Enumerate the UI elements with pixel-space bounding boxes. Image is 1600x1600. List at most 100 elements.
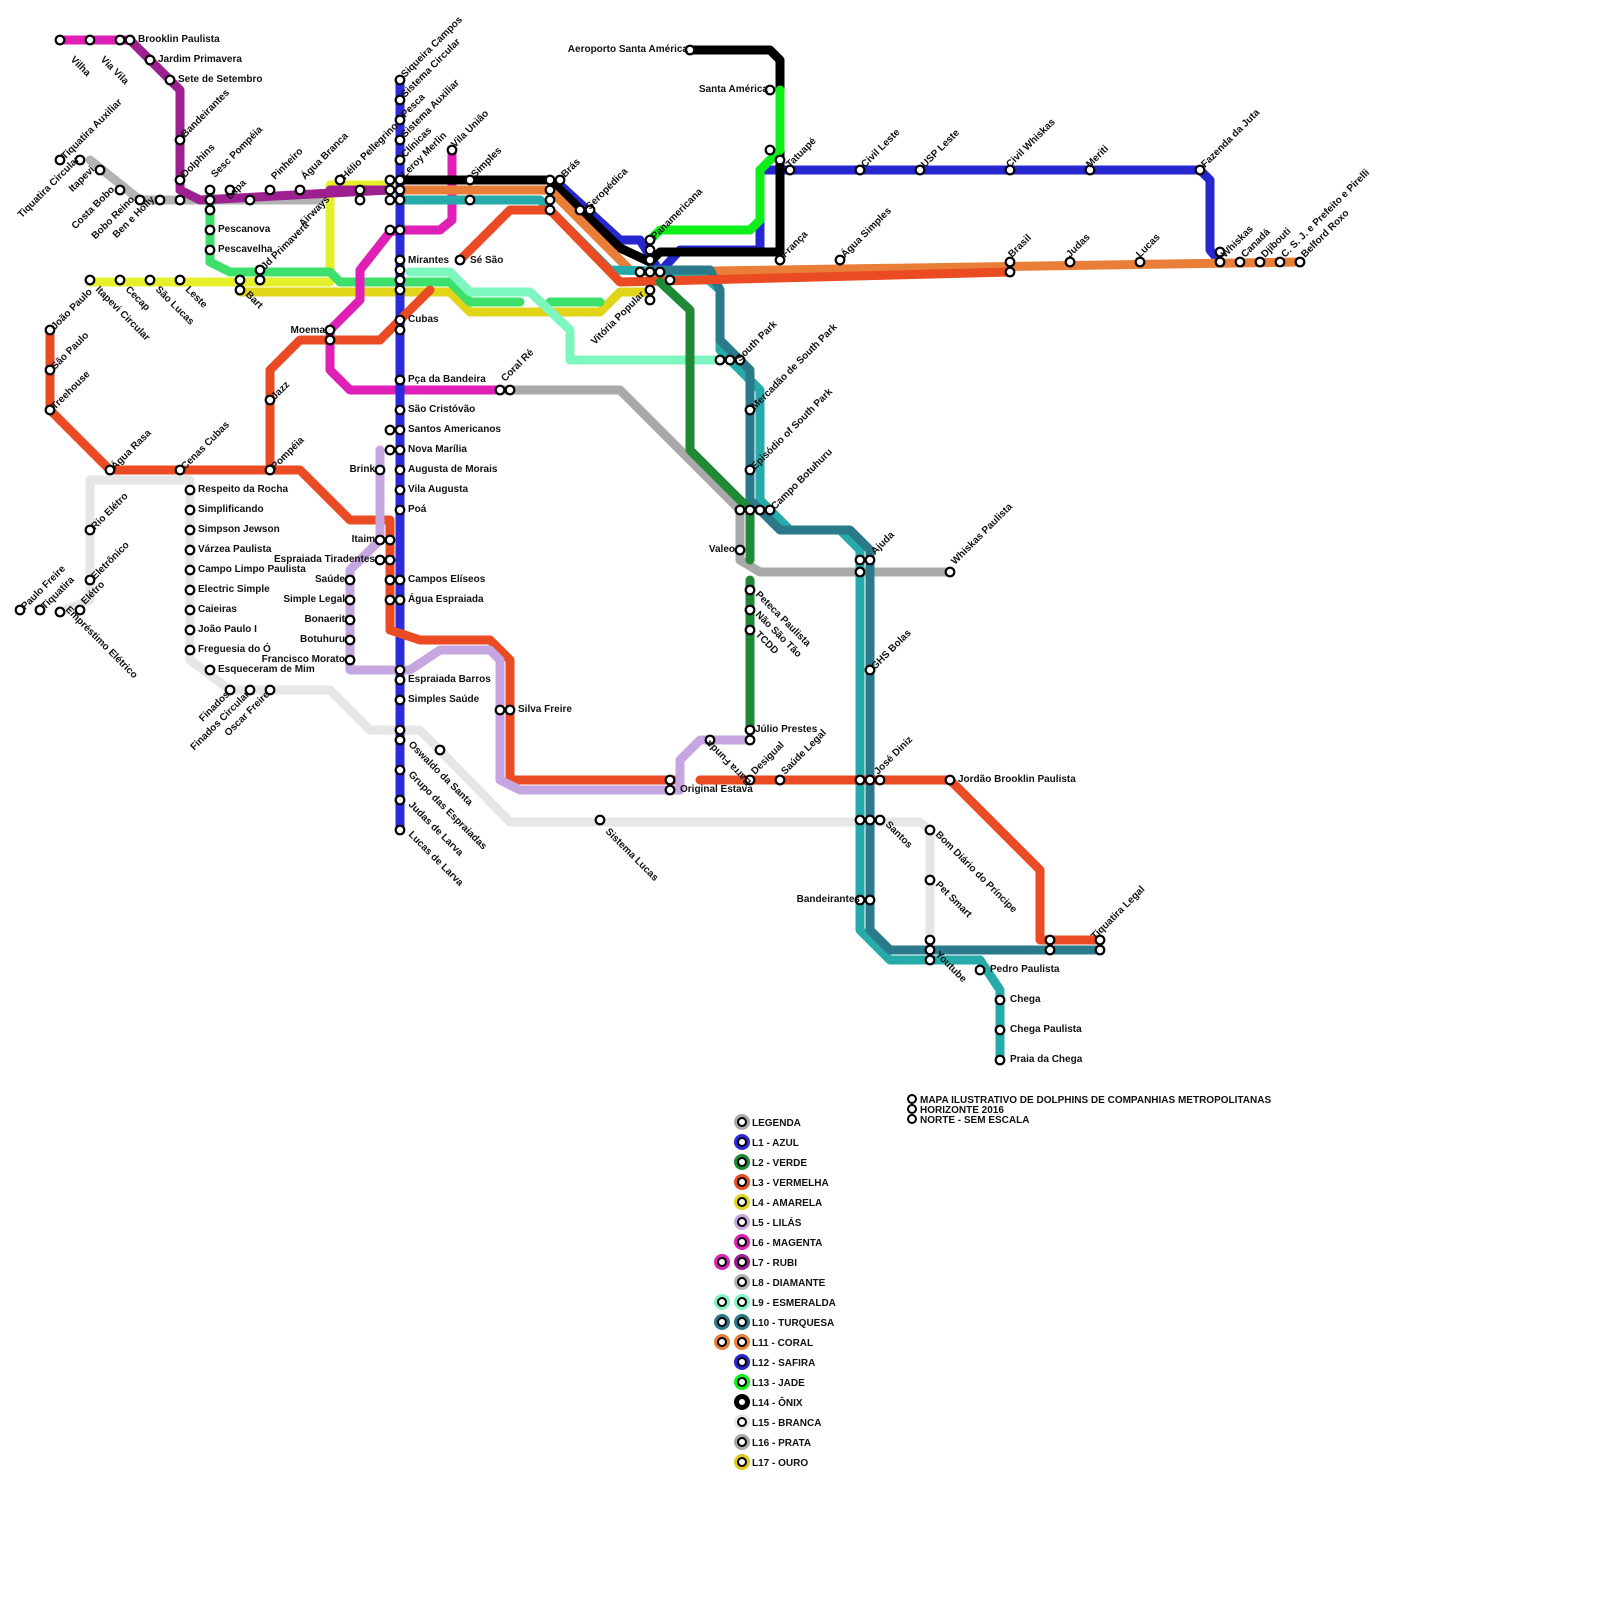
station-label[interactable]: Saúde [315, 574, 345, 585]
station-label[interactable]: João Paulo [49, 287, 95, 333]
station-label[interactable]: Água Rasa [108, 426, 154, 472]
station-dot-205[interactable] [1046, 946, 1055, 955]
station-label[interactable]: Vila Augusta [408, 484, 468, 495]
station-label[interactable]: Seropédica [584, 166, 630, 212]
station-dot-123[interactable] [736, 546, 745, 555]
station-dot-164[interactable] [396, 666, 405, 675]
station-label[interactable]: Eletrônico [89, 540, 131, 582]
station-label[interactable]: Brooklin Paulista [138, 34, 220, 45]
station-dot-190[interactable] [856, 816, 865, 825]
station-dot-87[interactable] [1256, 258, 1265, 267]
station-label[interactable]: Praia da Chega [1010, 1054, 1083, 1065]
station-dot-158[interactable] [856, 568, 865, 577]
station-dot-27[interactable] [396, 186, 405, 195]
station-dot-54[interactable] [156, 196, 165, 205]
station-dot-168[interactable] [506, 706, 515, 715]
station-dot-165[interactable] [396, 676, 405, 685]
station-dot-37[interactable] [576, 206, 585, 215]
station-dot-134[interactable] [186, 626, 195, 635]
station-label[interactable]: Santos Americanos [408, 424, 501, 435]
station-dot-97[interactable] [326, 326, 335, 335]
station-dot-9[interactable] [206, 196, 215, 205]
station-label[interactable]: Várzea Paulista [198, 544, 272, 555]
station-dot-34[interactable] [546, 196, 555, 205]
station-dot-66[interactable] [396, 276, 405, 285]
station-dot-35[interactable] [546, 206, 555, 215]
station-label[interactable]: Valeo [709, 544, 735, 555]
station-label[interactable]: Whiskas Paulista [949, 501, 1015, 567]
station-dot-18[interactable] [386, 176, 395, 185]
station-label[interactable]: Bandeirantes [797, 894, 861, 905]
station-dot-133[interactable] [186, 606, 195, 615]
station-dot-143[interactable] [376, 536, 385, 545]
station-label[interactable]: Simple Legal [283, 594, 345, 605]
station-dot-56[interactable] [206, 226, 215, 235]
station-label[interactable]: Treehouse [49, 369, 92, 412]
station-dot-109[interactable] [396, 486, 405, 495]
station-dot-151[interactable] [346, 656, 355, 665]
station-dot-1[interactable] [86, 36, 95, 45]
station-label[interactable]: USP Leste [919, 127, 962, 170]
station-label[interactable]: Pescavelha [218, 244, 273, 255]
station-label[interactable]: Itaim [352, 534, 375, 545]
station-dot-204[interactable] [1046, 936, 1055, 945]
station-dot-121[interactable] [756, 506, 765, 515]
station-dot-183[interactable] [856, 776, 865, 785]
station-label[interactable]: Sesc Pompéia [209, 124, 265, 180]
station-label[interactable]: Fazenda da Juta [1199, 107, 1262, 170]
station-dot-17[interactable] [356, 196, 365, 205]
station-label[interactable]: Original Estava [680, 784, 753, 795]
station-label[interactable]: Santa América [699, 84, 769, 95]
station-label[interactable]: Simpson Jewson [198, 524, 280, 535]
station-dot-86[interactable] [1236, 258, 1245, 267]
station-dot-173[interactable] [396, 726, 405, 735]
station-label[interactable]: Campos Elíseos [408, 574, 486, 585]
station-dot-169[interactable] [436, 746, 445, 755]
station-label[interactable]: Leste [183, 284, 210, 311]
station-dot-10[interactable] [206, 206, 215, 215]
station-dot-93[interactable] [176, 276, 185, 285]
station-label[interactable]: Pinheiro [269, 146, 305, 182]
station-label[interactable]: Bonaerit [304, 614, 345, 625]
station-dot-187[interactable] [666, 776, 675, 785]
station-label[interactable]: Civil Whiskas [1004, 116, 1058, 170]
station-dot-177[interactable] [396, 826, 405, 835]
station-label[interactable]: Itapevi Circular [93, 284, 152, 343]
station-dot-3[interactable] [126, 36, 135, 45]
station-label[interactable]: Judas [1064, 232, 1093, 261]
station-dot-70[interactable] [646, 246, 655, 255]
station-dot-52[interactable] [116, 186, 125, 195]
station-label[interactable]: Caieiras [198, 604, 237, 615]
station-label[interactable]: Moema [291, 325, 326, 336]
station-dot-144[interactable] [386, 536, 395, 545]
station-label[interactable]: Nova Marília [408, 444, 467, 455]
station-dot-72[interactable] [636, 268, 645, 277]
station-dot-147[interactable] [346, 576, 355, 585]
station-label[interactable]: Brasil [1006, 233, 1034, 261]
station-dot-12[interactable] [246, 196, 255, 205]
station-dot-115[interactable] [726, 356, 735, 365]
station-label[interactable]: Mirantes [408, 255, 450, 266]
station-dot-186[interactable] [946, 776, 955, 785]
station-dot-176[interactable] [396, 796, 405, 805]
station-dot-63[interactable] [396, 226, 405, 235]
station-label[interactable]: Cubas [408, 314, 439, 325]
station-dot-14[interactable] [296, 186, 305, 195]
station-dot-71[interactable] [646, 256, 655, 265]
station-dot-102[interactable] [396, 376, 405, 385]
station-label[interactable]: Brás [559, 156, 583, 180]
station-dot-104[interactable] [386, 426, 395, 435]
station-dot-156[interactable] [856, 556, 865, 565]
station-label[interactable]: Sé São [470, 255, 503, 266]
station-dot-100[interactable] [396, 326, 405, 335]
station-dot-42[interactable] [776, 156, 785, 165]
station-label[interactable]: Jardim Primavera [158, 54, 242, 65]
station-dot-188[interactable] [666, 786, 675, 795]
station-label[interactable]: Rio Elétro [89, 491, 130, 532]
station-label[interactable]: GHS Bolas [869, 627, 914, 672]
station-dot-194[interactable] [926, 876, 935, 885]
station-dot-136[interactable] [206, 666, 215, 675]
station-dot-179[interactable] [746, 726, 755, 735]
station-label[interactable]: Augusta de Morais [408, 464, 498, 475]
station-label[interactable]: Aeroporto Santa América [568, 44, 689, 55]
